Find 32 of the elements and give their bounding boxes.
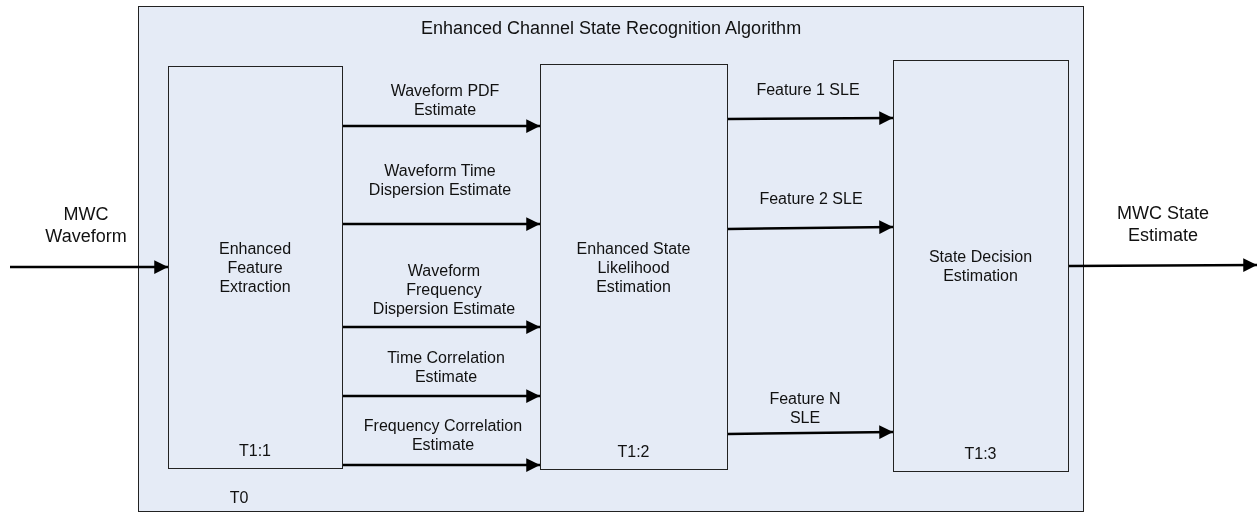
edge-label: Waveform Time Dispersion Estimate [367,161,513,199]
block-label: Enhanced Feature Extraction [217,238,293,296]
arrow [728,425,893,440]
block-tag: T0 [219,488,259,507]
edge-label: Time Correlation Estimate [386,348,506,386]
edge-label: MWC State Estimate [1116,202,1210,246]
arrow [343,119,540,133]
process-box [167,65,343,469]
arrow [343,217,540,231]
block-tag: T1:2 [540,441,727,461]
block-tag: T1:3 [893,443,1068,463]
arrow [1069,258,1257,272]
edge-label: MWC Waveform [44,203,128,247]
block-label: State Decision Estimation [927,246,1034,285]
container-box [138,6,1084,512]
arrow [343,320,540,334]
edge-label: Frequency Correlation Estimate [362,416,524,454]
block-tag: T1:1 [168,440,342,460]
edge-label: Feature 1 SLE [755,80,861,99]
arrow [728,111,893,125]
arrow [343,458,540,472]
process-box [539,63,728,470]
arrow [343,389,540,403]
edge-label: Waveform Frequency Dispersion Estimate [371,261,517,318]
container-heading: Enhanced Channel State Recognition Algorithm [419,19,803,38]
arrow [728,220,893,235]
edge-label: Feature 2 SLE [758,189,864,208]
edge-label: Waveform PDF Estimate [389,81,501,119]
arrow [10,260,168,274]
process-box [892,59,1069,472]
block-label: Enhanced State Likelihood Estimation [575,238,692,295]
edge-label: Feature N SLE [768,389,842,427]
